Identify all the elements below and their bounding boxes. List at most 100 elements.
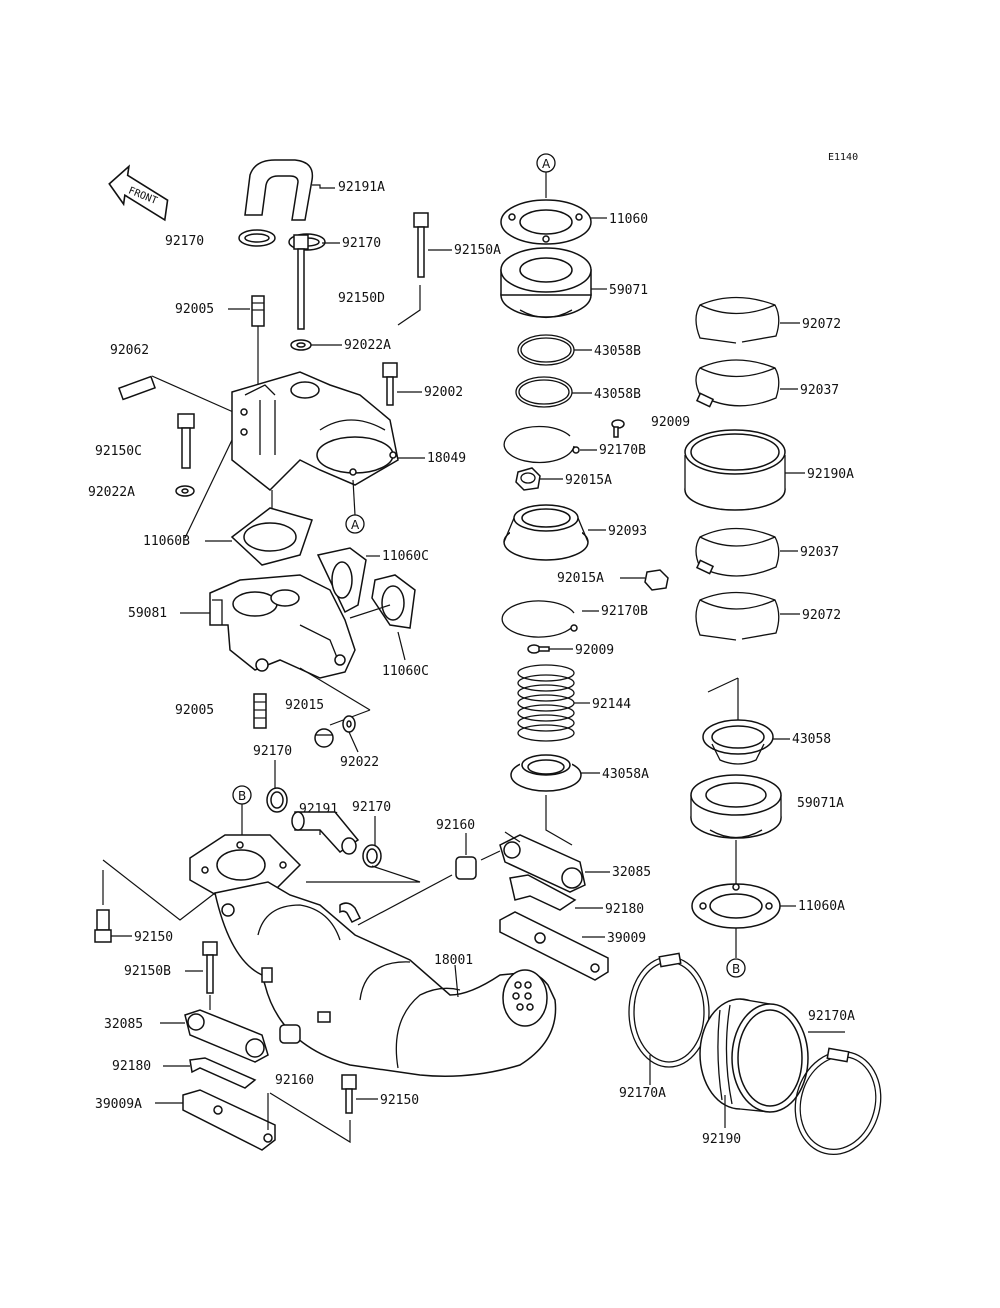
clamp-92170-mid2 — [362, 844, 382, 868]
hose-92191A — [244, 159, 314, 221]
bolt-92150B — [202, 941, 218, 994]
label-11060A: 11060A — [798, 899, 845, 914]
bracket-32085-left — [184, 1009, 269, 1063]
label-92170-top-right: 92170 — [342, 236, 381, 251]
label-92170-top-left: 92170 — [165, 234, 204, 249]
screw-92009-mid — [527, 644, 550, 654]
cone-92093 — [503, 504, 589, 561]
label-59081: 59081 — [128, 606, 167, 621]
label-92037-2: 92037 — [800, 545, 839, 560]
label-92009-mid: 92009 — [575, 643, 614, 658]
gasket-11060C-top — [316, 547, 367, 614]
clamp-92037-1 — [695, 359, 780, 408]
bolt-92150A — [413, 212, 429, 278]
gasket-11060B — [230, 507, 313, 566]
boot-92190 — [699, 998, 809, 1113]
ref-marker-a-left — [345, 514, 365, 534]
label-32085-left: 32085 — [104, 1017, 143, 1032]
label-11060C-top: 11060C — [382, 549, 429, 564]
diagram-code: E1140 — [828, 152, 858, 163]
manifold-59081 — [209, 574, 356, 679]
clamp-92037-2 — [695, 527, 780, 577]
clamp-92170A-left — [628, 952, 710, 1068]
snapring-92170B-1 — [503, 425, 580, 464]
plate-92180-left — [189, 1057, 257, 1089]
bushing-92160-top — [455, 856, 477, 880]
label-92170-mid: 92170 — [253, 744, 292, 759]
ref-marker-a-top-text: A — [542, 157, 551, 171]
label-92150C: 92150C — [95, 444, 142, 459]
label-92009-top: 92009 — [651, 415, 690, 430]
housing-59071A — [690, 774, 782, 839]
label-92005-top: 92005 — [175, 302, 214, 317]
label-59071: 59071 — [609, 283, 648, 298]
label-43058B-1: 43058B — [594, 344, 641, 359]
label-92022: 92022 — [340, 755, 379, 770]
ref-marker-a-left-text: A — [351, 518, 360, 532]
label-92170B-2: 92170B — [601, 604, 648, 619]
band-92072-2 — [695, 591, 780, 641]
bolt-92002 — [382, 362, 398, 406]
hose-92191 — [291, 811, 360, 855]
label-11060C-bottom: 11060C — [382, 664, 429, 679]
label-43058A: 43058A — [602, 767, 649, 782]
label-92150B: 92150B — [124, 964, 171, 979]
label-92150D: 92150D — [338, 291, 385, 306]
washer-92022A-left — [175, 485, 195, 497]
ref-marker-b-left-text: B — [238, 789, 246, 803]
label-59071A: 59071A — [797, 796, 844, 811]
label-92002: 92002 — [424, 385, 463, 400]
gasket-11060 — [500, 199, 592, 245]
clamp-92170A-right — [794, 1047, 882, 1156]
bracket-39009 — [499, 911, 609, 981]
label-39009A: 39009A — [95, 1097, 142, 1112]
label-92150-bottom: 92150 — [380, 1093, 419, 1108]
label-92170A-left: 92170A — [619, 1086, 666, 1101]
nut-92015A-1 — [515, 467, 541, 491]
oring-43058B-2 — [515, 376, 573, 408]
bolt-92150D — [293, 234, 309, 330]
label-18049: 18049 — [427, 451, 466, 466]
label-92072-1: 92072 — [802, 317, 841, 332]
seal-43058A — [510, 754, 582, 792]
fitting-92005-top — [251, 295, 265, 327]
clamp-92170-mid — [266, 787, 288, 813]
clamp-92170-left — [238, 229, 276, 247]
label-92005-bottom: 92005 — [175, 703, 214, 718]
washer-92022A-top — [290, 339, 312, 351]
label-39009: 39009 — [607, 931, 646, 946]
label-11060: 11060 — [609, 212, 648, 227]
bolt-92150-bottom — [341, 1074, 357, 1114]
label-92170B-1: 92170B — [599, 443, 646, 458]
fitting-92005-bottom — [253, 693, 267, 729]
bolt-92150C — [177, 413, 195, 469]
label-92190: 92190 — [702, 1132, 741, 1147]
bracket-39009A — [182, 1089, 276, 1151]
label-92015: 92015 — [285, 698, 324, 713]
label-92093: 92093 — [608, 524, 647, 539]
plug-92015 — [314, 728, 334, 748]
housing-18049 — [231, 371, 399, 492]
snapring-92170B-2 — [501, 600, 578, 638]
label-92180-right: 92180 — [605, 902, 644, 917]
bushing-92160-bottom — [279, 1024, 301, 1044]
label-92062: 92062 — [110, 343, 149, 358]
flange-gasket-exhaust — [189, 834, 302, 901]
bracket-32085-right — [499, 834, 586, 893]
label-92144: 92144 — [592, 697, 631, 712]
washer-92022 — [342, 715, 356, 733]
cone-43058 — [702, 719, 774, 765]
ref-marker-b-right-text: B — [732, 962, 740, 976]
plate-92180-right — [509, 874, 577, 911]
label-92037-1: 92037 — [800, 383, 839, 398]
label-11060B: 11060B — [143, 534, 190, 549]
label-92072-2: 92072 — [802, 608, 841, 623]
label-92170A-right: 92170A — [808, 1009, 855, 1024]
label-43058B-2: 43058B — [594, 387, 641, 402]
gasket-11060A — [691, 883, 781, 929]
label-92022A-top: 92022A — [344, 338, 391, 353]
boot-92190A — [684, 429, 786, 511]
label-92160-top: 92160 — [436, 818, 475, 833]
label-32085-right: 32085 — [612, 865, 651, 880]
label-92180-left: 92180 — [112, 1059, 151, 1074]
